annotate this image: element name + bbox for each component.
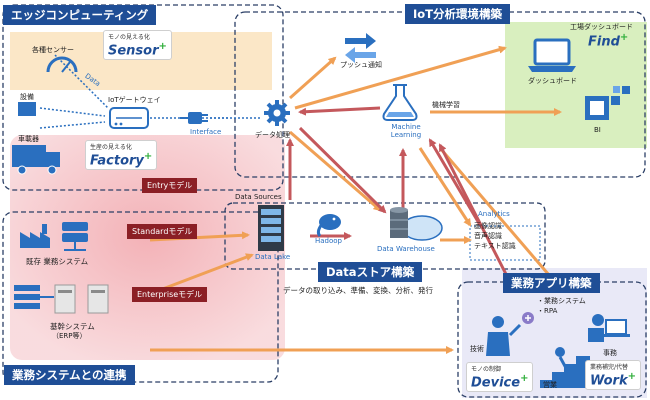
- find-badge: Find+: [588, 32, 628, 49]
- arrow-ml-processing: [298, 106, 381, 116]
- edge-region-title: エッジコンピューティング: [3, 5, 157, 25]
- plus-icon: +: [158, 41, 167, 52]
- find-badge-name: Find: [588, 34, 620, 50]
- technician-icon: [486, 316, 522, 356]
- factory-icon: [20, 224, 50, 248]
- data-lake-label: Data Lake: [255, 253, 291, 261]
- analytics-item-voice: 音声認識: [474, 232, 502, 240]
- arrow-apps-ml: [438, 143, 512, 283]
- datastore-region-title: Dataストア構築: [318, 262, 423, 282]
- work-badge-caption: 業務補完/代替: [590, 364, 629, 371]
- sensors-label: 各種センサー: [32, 46, 74, 54]
- device-badge-name: Device: [471, 375, 521, 391]
- arrow-ml-analytics: [418, 147, 472, 227]
- link-icon: [522, 312, 534, 324]
- plus-icon: +: [520, 373, 529, 384]
- datastore-description: データの取り込み、準備、変換、分析、発行: [283, 286, 433, 295]
- apps-list-item-rpa: ・RPA: [537, 307, 558, 315]
- gateway-label: IoTゲートウェイ: [108, 96, 161, 104]
- arrow-processing-dw: [298, 126, 387, 214]
- plus-icon: +: [143, 151, 153, 162]
- laptop-icon: [528, 38, 576, 72]
- core-systems-sub: （ERP等）: [52, 332, 87, 340]
- office-worker-icon: [588, 314, 630, 342]
- standard-model-label: Standardモデル: [127, 224, 198, 239]
- ml-jp-label: 機械学習: [432, 101, 460, 109]
- existing-systems-label: 既存 業務システム: [26, 257, 89, 266]
- hadoop-icon: [316, 214, 341, 238]
- flask-icon: [382, 84, 418, 121]
- core-systems-label: 基幹システム: [50, 322, 95, 331]
- push-icon: [345, 33, 376, 63]
- hadoop-label: Hadoop: [315, 237, 343, 245]
- factory-badge-name: Factory: [90, 153, 144, 169]
- device-badge-caption: モノの制御: [471, 366, 502, 373]
- arrow-to-push: [289, 56, 337, 100]
- vehicle-label: 車載器: [18, 135, 39, 143]
- flow-sensor-gateway: [54, 54, 109, 109]
- data-processing-label: データ処理: [255, 131, 290, 139]
- analytics-item-image: 画像認識: [474, 222, 502, 230]
- truck-icon: [12, 145, 60, 175]
- arrow-standard-lake: [149, 231, 250, 242]
- data-sources-label: Data Sources: [235, 193, 282, 201]
- warehouse-icon: [390, 207, 443, 241]
- factory-badge-caption: 生産の見える化: [90, 144, 132, 151]
- sensor-badge: モノの見える化 Sensor+: [103, 30, 172, 61]
- apps-region-title: 業務アプリ構築: [503, 273, 600, 293]
- device-badge: モノの制御 Device+: [466, 362, 534, 393]
- arrow-processing-warehouse: [289, 130, 382, 212]
- push-label: プッシュ通知: [340, 61, 382, 69]
- gauge-icon: [46, 56, 78, 73]
- entry-model-label: Entryモデル: [142, 178, 198, 193]
- bi-icon: [585, 86, 630, 120]
- core-network-icon: [14, 285, 54, 309]
- server-icon: [62, 222, 88, 251]
- arrow-analytics-ml: [428, 138, 482, 226]
- plus-icon: +: [619, 32, 629, 43]
- apps-list-item-business: ・業務システム: [537, 297, 586, 305]
- analytics-label: Analytics: [478, 210, 510, 218]
- iot-region-title: IoT分析環境構築: [405, 4, 511, 24]
- plus-icon: +: [627, 371, 637, 382]
- dashboard-label: ダッシュボード: [528, 77, 577, 85]
- stairs-icon: [540, 347, 590, 388]
- factory-badge: 生産の見える化 Factory+: [85, 140, 158, 171]
- sales-label: 営業: [543, 381, 557, 389]
- work-badge: 業務補完/代替 Work+: [585, 360, 642, 391]
- equipment-label: 設備: [20, 93, 34, 101]
- gateway-icon: [109, 107, 149, 129]
- dashboard-header: 工場ダッシュボード: [570, 23, 633, 31]
- flow-equipment-gateway: [39, 107, 106, 117]
- business-region-title: 業務システムとの連携: [4, 365, 135, 385]
- bi-label: BI: [594, 126, 601, 134]
- entry-area: [10, 135, 285, 360]
- interface-label: Interface: [190, 128, 222, 136]
- enterprise-model-label: Enterpriseモデル: [132, 287, 208, 302]
- arrow-ml-apps: [438, 147, 557, 284]
- analytics-item-text: テキスト認識: [474, 242, 516, 250]
- tech-label: 技術: [470, 345, 484, 353]
- sensor-badge-name: Sensor: [108, 43, 159, 59]
- work-badge-name: Work: [590, 373, 628, 389]
- office-label: 事務: [603, 349, 617, 357]
- gear-icon: [264, 100, 290, 126]
- equipment-icon: [18, 102, 36, 116]
- arrow-to-dashboard: [294, 45, 507, 110]
- ml-label: Machine Learning: [390, 123, 422, 139]
- data-lake-icon: [258, 205, 284, 251]
- iot-output-area: [505, 22, 647, 148]
- flow-vehicle-gateway: [39, 121, 106, 129]
- core-server-icon: [54, 284, 109, 314]
- business-region-border: [2, 211, 279, 383]
- sensor-badge-caption: モノの見える化: [108, 34, 150, 41]
- warehouse-label: Data Warehouse: [377, 245, 435, 253]
- plug-icon: [180, 112, 208, 124]
- arrow-enterprise-lake: [159, 253, 254, 292]
